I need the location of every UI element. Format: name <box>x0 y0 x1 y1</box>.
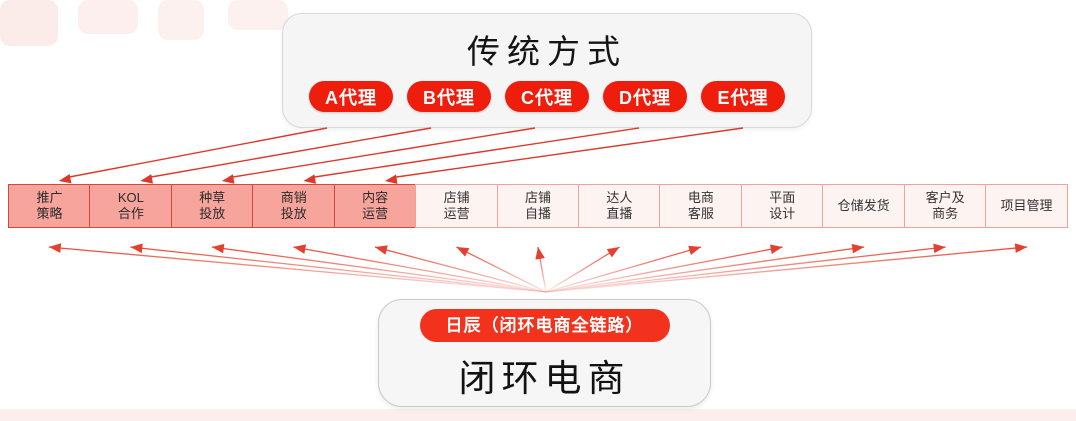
arrow-line <box>456 246 547 293</box>
arrowhead <box>769 244 783 254</box>
arrowhead <box>140 174 153 184</box>
arrowhead <box>58 173 72 184</box>
service-box-label: 推广 <box>36 190 63 205</box>
service-box-label: 商销 <box>280 190 307 205</box>
arrow-line <box>545 246 783 293</box>
service-box: 推广策略 <box>8 184 91 228</box>
arrow-line <box>545 246 865 293</box>
arrowhead <box>535 247 545 260</box>
arrowhead <box>374 245 388 255</box>
service-box: 商销投放 <box>252 184 336 228</box>
agent-pill: C代理 <box>505 81 589 112</box>
service-box-label: 项目管理 <box>1000 198 1053 213</box>
service-box: 电商客服 <box>659 184 743 228</box>
service-box-label: 直播 <box>606 206 633 221</box>
arrow-line <box>545 246 620 293</box>
service-box: 项目管理 <box>985 184 1068 228</box>
watermark-blob <box>0 0 58 46</box>
arrowhead <box>688 245 702 255</box>
arrow-line <box>545 246 702 293</box>
arrow-line <box>66 127 328 179</box>
service-box: 仓储发货 <box>822 184 906 228</box>
service-box-label: 种草 <box>199 190 226 205</box>
arrow-line <box>293 246 547 293</box>
watermark-blob <box>158 0 204 40</box>
agent-pill: A代理 <box>309 81 393 112</box>
service-box-label: KOL <box>117 190 144 205</box>
closed-loop-panel: 日辰（闭环电商全链路） 闭环电商 <box>378 299 711 407</box>
arrowhead <box>456 247 470 257</box>
arrow-line <box>130 246 547 293</box>
agent-pill: E代理 <box>701 81 785 112</box>
agent-pill: B代理 <box>407 81 491 112</box>
arrowhead <box>211 243 225 254</box>
arrowhead <box>933 243 946 254</box>
service-box-label: 设计 <box>769 206 796 221</box>
arrowhead <box>851 243 865 254</box>
arrowhead <box>293 244 307 254</box>
arrow-line <box>311 127 640 179</box>
service-box: 平面设计 <box>740 184 824 228</box>
arrow-line <box>374 246 547 293</box>
service-box-label: 运营 <box>362 206 389 221</box>
service-box-label: 投放 <box>280 206 307 221</box>
service-box-label: 店铺 <box>443 190 470 205</box>
service-box: 客户及商务 <box>903 184 987 228</box>
service-box-label: 电商 <box>687 190 714 205</box>
agent-pill-row: A代理 B代理 C代理 D代理 E代理 <box>283 81 811 112</box>
arrow-line <box>545 246 1028 293</box>
arrowhead <box>303 174 316 184</box>
service-box-label: 客服 <box>687 206 714 221</box>
service-box-label: 运营 <box>443 206 470 221</box>
service-box: 达人直播 <box>577 184 661 228</box>
agent-pill: D代理 <box>603 81 687 112</box>
traditional-method-panel: 传统方式 A代理 B代理 C代理 D代理 E代理 <box>282 13 812 128</box>
service-box-label: 店铺 <box>524 190 551 205</box>
service-box-label: 投放 <box>199 206 226 221</box>
service-box-label: 客户及 <box>925 190 965 205</box>
service-box-label: 仓储发货 <box>837 198 890 213</box>
service-box: 店铺运营 <box>415 184 499 228</box>
service-box-label: 平面 <box>769 190 796 205</box>
arrowhead <box>606 247 620 258</box>
service-box-label: 自播 <box>524 206 551 221</box>
service-box-label: 商务 <box>932 206 959 221</box>
arrowhead <box>130 243 143 254</box>
arrow-line <box>229 127 536 179</box>
arrowhead <box>1014 243 1028 253</box>
arrow-line <box>48 246 547 293</box>
service-box: 店铺自播 <box>496 184 580 228</box>
service-box-label: 策略 <box>36 206 63 221</box>
service-box-label: 合作 <box>117 206 144 221</box>
service-box-label: 达人 <box>606 190 633 205</box>
service-box: 种草投放 <box>170 184 254 228</box>
watermark-bottom-band <box>0 409 1076 421</box>
arrowhead <box>48 243 62 253</box>
service-box: 内容运营 <box>333 184 417 228</box>
service-box-label: 内容 <box>362 190 389 205</box>
watermark-blob <box>78 0 138 34</box>
arrowhead <box>384 174 398 184</box>
arrow-line <box>392 127 744 179</box>
traditional-method-title: 传统方式 <box>467 35 627 71</box>
arrow-line <box>148 127 432 179</box>
closed-loop-title: 闭环电商 <box>458 359 631 400</box>
arrowhead <box>221 174 235 184</box>
closed-loop-badge: 日辰（闭环电商全链路） <box>419 309 670 342</box>
arrow-line <box>211 246 547 293</box>
watermark-blob <box>228 0 288 30</box>
arrow-line <box>537 246 547 293</box>
arrow-line <box>545 246 946 293</box>
